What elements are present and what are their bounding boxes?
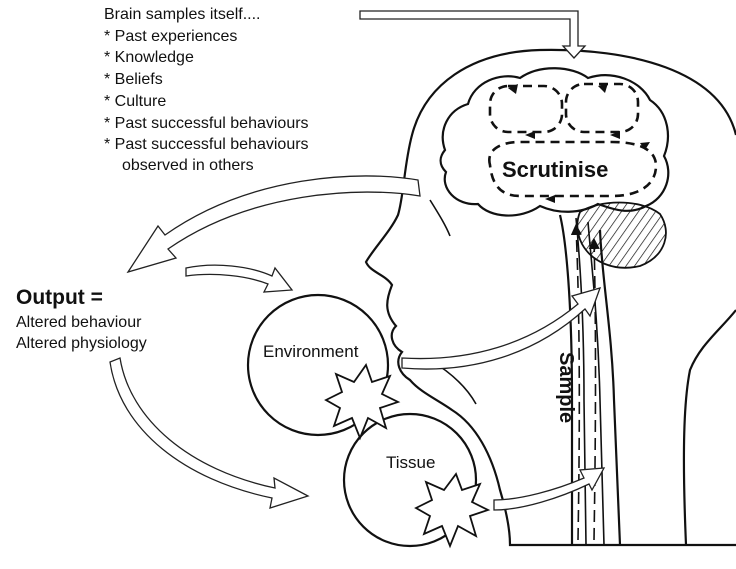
spinal-cord-right-edge (598, 229, 622, 546)
callout-arrow-stem (359, 10, 587, 59)
header-item-2: * Knowledge (104, 49, 194, 66)
tissue-circle (342, 412, 478, 548)
arrow-into-environment (185, 264, 294, 293)
spinal-cord-left-edge (558, 214, 574, 545)
brain-outline (439, 67, 670, 217)
sample-label: Sample (555, 352, 577, 423)
brain-loop-right (564, 82, 640, 134)
tissue-starburst (414, 472, 491, 549)
header-item-4: * Culture (104, 93, 166, 110)
arrow-output-to-tissue (109, 357, 310, 509)
head-profile-outline (364, 48, 736, 547)
brain-loop-left (488, 84, 564, 134)
output-line-1: Altered behaviour (16, 314, 142, 331)
arrow-face-to-output (126, 175, 421, 274)
header-item-3: * Beliefs (104, 71, 163, 88)
output-title: Output = (16, 286, 103, 309)
header-item-1: * Past experiences (104, 28, 237, 45)
output-line-2: Altered physiology (16, 335, 147, 352)
back-of-head-line (682, 309, 736, 546)
face-inner-line (429, 199, 451, 237)
header-item-5: * Past successful behaviours (104, 115, 309, 132)
header-title: Brain samples itself.... (104, 6, 261, 23)
environment-starburst (324, 363, 401, 441)
cerebellum (576, 201, 667, 269)
spinal-cord-inner-right (587, 221, 605, 546)
sample-flow-arrow-1 (570, 223, 582, 541)
sample-flow-arrow-2 (588, 237, 600, 541)
scrutinise-label: Scrutinise (502, 157, 608, 182)
tissue-label: Tissue (386, 453, 435, 472)
header-item-7: observed in others (122, 157, 254, 174)
environment-circle (246, 293, 390, 437)
brain-loop-bottom (488, 140, 658, 198)
header-item-6: * Past successful behaviours (104, 136, 309, 153)
arrow-environment-to-spine (401, 287, 602, 370)
environment-label: Environment (263, 342, 359, 361)
arrow-tissue-to-spine (493, 467, 606, 511)
